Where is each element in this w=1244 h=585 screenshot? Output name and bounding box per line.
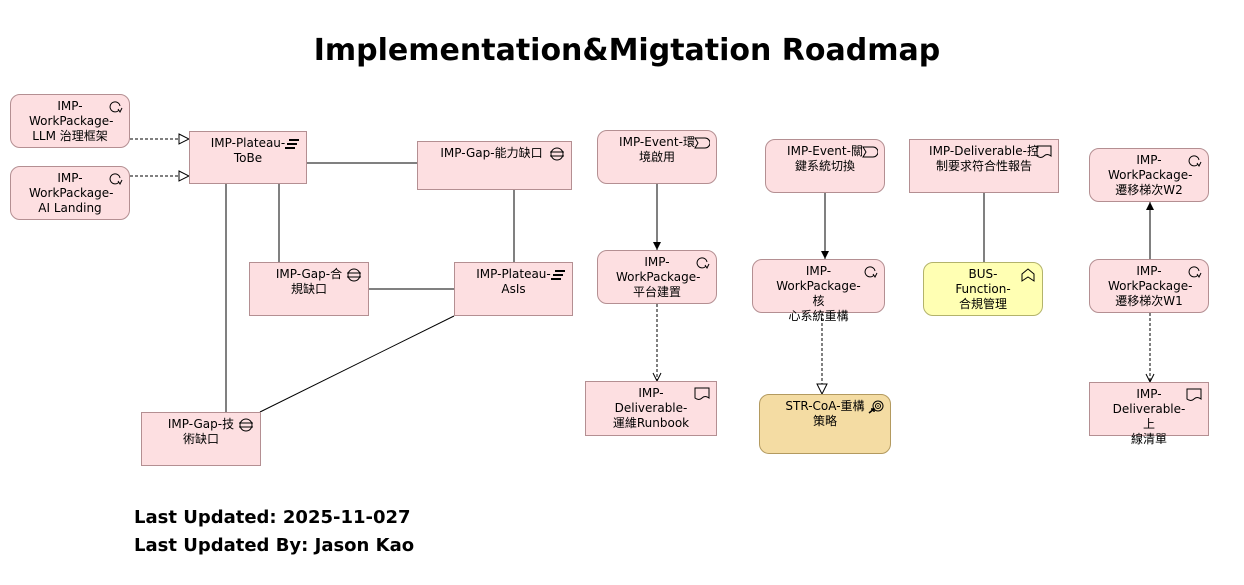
node-label: BUS-Function- 合規管理	[955, 267, 1011, 311]
last-updated-by: Last Updated By: Jason Kao	[134, 535, 415, 556]
plateau-icon	[285, 139, 299, 149]
node-label: IMP- Deliverable-上 線清單	[1112, 387, 1186, 446]
node-label: IMP-Gap-技 術缺口	[167, 417, 235, 446]
workpackage-llm-node[interactable]: IMP- WorkPackage- LLM 治理框架	[10, 94, 130, 148]
deliverable-icon	[1036, 145, 1052, 158]
node-label: IMP-Event-關 鍵系統切換	[787, 144, 863, 173]
node-label: IMP-Plateau- ToBe	[210, 136, 286, 165]
event-icon	[694, 137, 710, 149]
gap-technology-node[interactable]: IMP-Gap-技 術缺口	[141, 412, 261, 466]
workpackage-icon	[1188, 155, 1202, 167]
gap-capability-node[interactable]: IMP-Gap-能力缺口	[417, 141, 572, 190]
gap-icon	[347, 268, 361, 282]
node-label: IMP-Deliverable- 運維Runbook	[612, 386, 690, 430]
workpackage-platform-node[interactable]: IMP- WorkPackage- 平台建置	[597, 250, 717, 304]
event-cutover-node[interactable]: IMP-Event-關 鍵系統切換	[765, 139, 885, 193]
event-env-node[interactable]: IMP-Event-環 境啟用	[597, 130, 717, 184]
workpackage-icon	[1188, 266, 1202, 278]
node-label: IMP- WorkPackage- 遷移梯次W1	[1108, 264, 1193, 308]
node-label: IMP- WorkPackage- 遷移梯次W2	[1108, 153, 1193, 197]
coa-strategy-node[interactable]: STR-CoA-重構 策略	[759, 394, 891, 454]
node-label: IMP- WorkPackage- 平台建置	[616, 255, 701, 299]
plateau-tobe-node[interactable]: IMP-Plateau- ToBe	[189, 131, 307, 184]
node-label: IMP-Plateau- AsIs	[476, 267, 551, 296]
deliverable-report-node[interactable]: IMP-Deliverable-控 制要求符合性報告	[909, 139, 1059, 193]
last-updated: Last Updated: 2025-11-027	[134, 507, 411, 528]
workpackage-icon	[109, 101, 123, 113]
node-label: IMP-Gap-能力缺口	[440, 146, 543, 160]
deliverable-icon	[1186, 388, 1202, 401]
node-label: IMP- WorkPackage- LLM 治理框架	[29, 99, 114, 143]
workpackage-ai-node[interactable]: IMP- WorkPackage- AI Landing	[10, 166, 130, 220]
plateau-icon	[551, 270, 565, 280]
node-label: IMP-Gap-合 規缺口	[275, 267, 343, 296]
node-label: IMP-Event-環 境啟用	[619, 135, 695, 164]
workpackage-w2-node[interactable]: IMP- WorkPackage- 遷移梯次W2	[1089, 148, 1209, 202]
deliverable-checklist-node[interactable]: IMP- Deliverable-上 線清單	[1089, 382, 1209, 446]
workpackage-icon	[109, 173, 123, 185]
business-function-node[interactable]: BUS-Function- 合規管理	[923, 262, 1043, 316]
node-label: IMP- WorkPackage-核 心系統重構	[776, 264, 861, 323]
node-label: STR-CoA-重構 策略	[785, 399, 865, 428]
function-icon	[1021, 268, 1035, 282]
event-icon	[862, 146, 878, 158]
node-label: IMP- WorkPackage- AI Landing	[29, 171, 114, 215]
workpackage-core-node[interactable]: IMP- WorkPackage-核 心系統重構	[752, 259, 885, 323]
node-label: IMP-Deliverable-控 制要求符合性報告	[929, 144, 1039, 173]
deliverable-icon	[694, 387, 710, 400]
deliverable-runbook-node[interactable]: IMP-Deliverable- 運維Runbook	[585, 381, 717, 436]
plateau-asis-node[interactable]: IMP-Plateau- AsIs	[454, 262, 573, 316]
gap-compliance-node[interactable]: IMP-Gap-合 規缺口	[249, 262, 369, 316]
diagram-title: Implementation&Migtation Roadmap	[313, 33, 941, 68]
edge-asis-gaptech	[259, 315, 455, 413]
workpackage-icon	[864, 266, 878, 278]
workpackage-icon	[696, 257, 710, 269]
gap-icon	[239, 418, 253, 432]
gap-icon	[550, 147, 564, 161]
course-of-action-icon	[868, 400, 884, 414]
workpackage-w1-node[interactable]: IMP- WorkPackage- 遷移梯次W1	[1089, 259, 1209, 313]
